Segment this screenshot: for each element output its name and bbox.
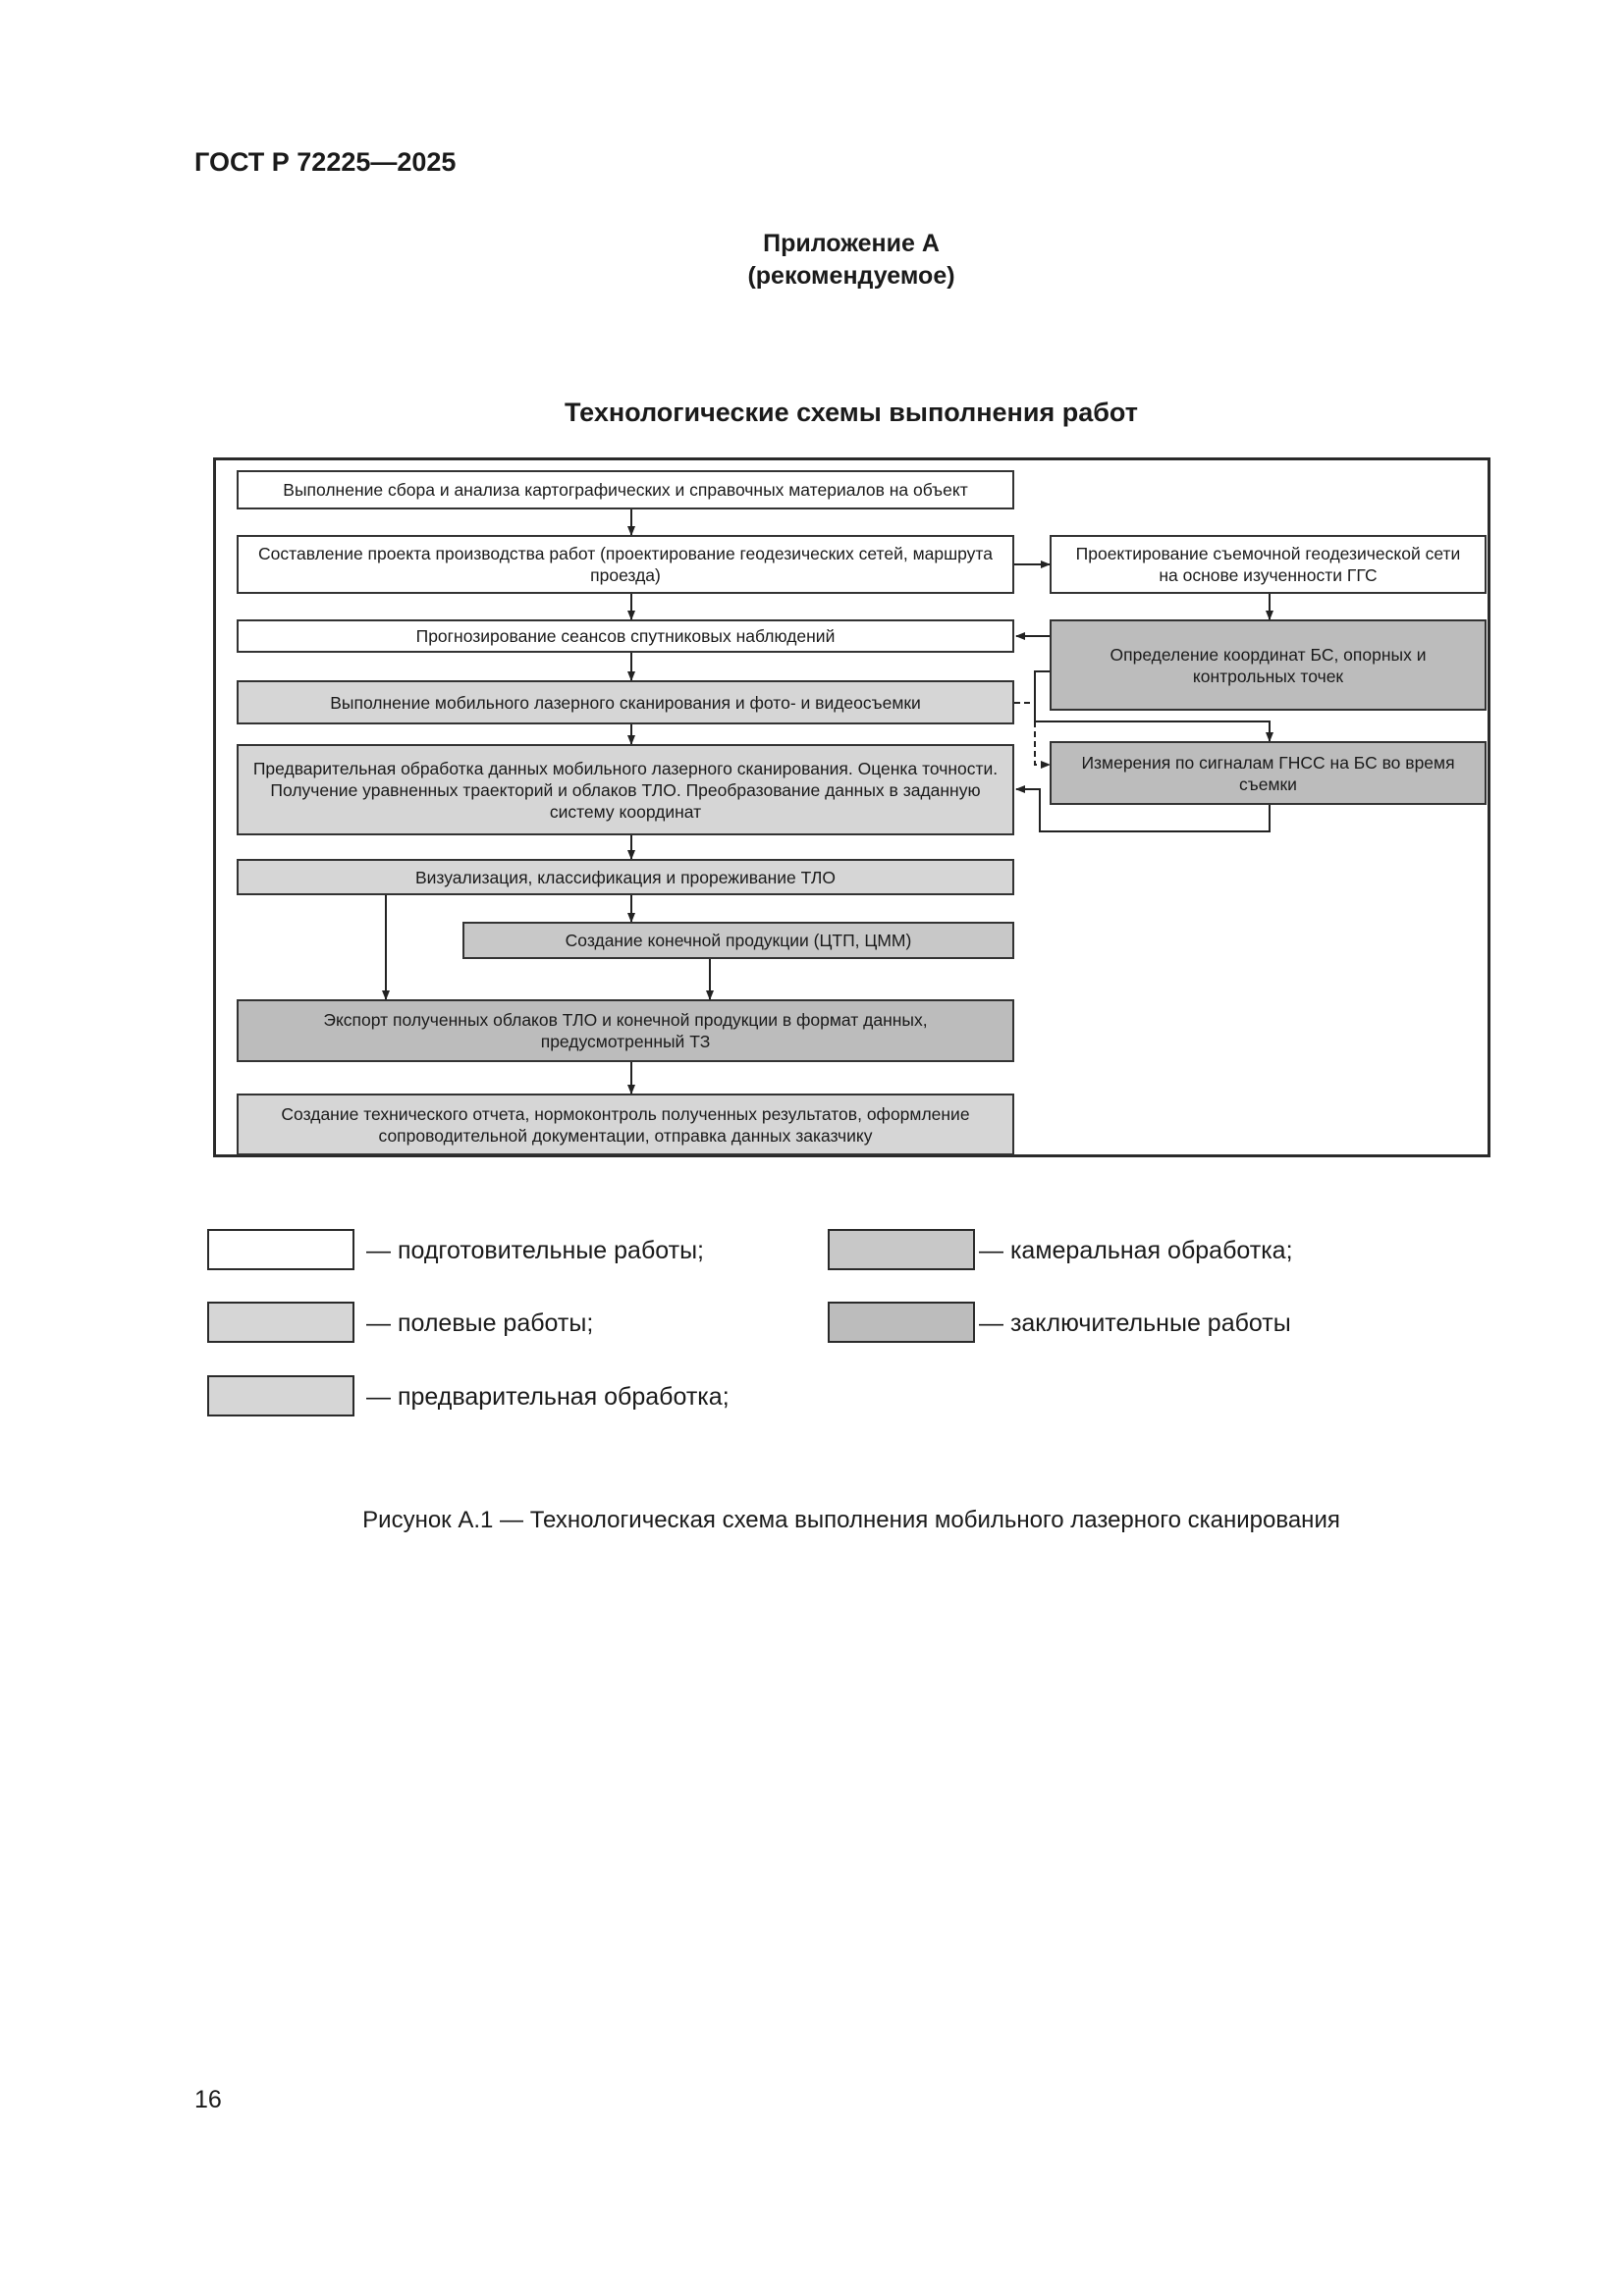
appendix-title: Приложение А <box>763 230 940 257</box>
flowchart: Выполнение сбора и анализа картографичес… <box>213 457 1490 1157</box>
legend-swatch-final <box>828 1302 975 1343</box>
legend-label-field: — полевые работы; <box>366 1309 594 1337</box>
flow-step-gnss-measurements: Измерения по сигналам ГНСС на БС во врем… <box>1050 741 1487 805</box>
legend-label-preproc: — предварительная обработка; <box>366 1383 730 1411</box>
legend-swatch-prep <box>207 1229 354 1270</box>
figure-caption: Рисунок А.1 — Технологическая схема выпо… <box>362 1507 1340 1533</box>
flow-step-survey-network: Проектирование съемочной геодезической с… <box>1050 535 1487 594</box>
appendix-subtitle: (рекомендуемое) <box>747 262 955 290</box>
legend-label-office: — камеральная обработка; <box>979 1237 1293 1264</box>
flow-step-report: Создание технического отчета, нормоконтр… <box>237 1094 1014 1155</box>
section-title: Технологические схемы выполнения работ <box>565 398 1138 427</box>
flow-step-forecast-sessions: Прогнозирование сеансов спутниковых набл… <box>237 619 1014 653</box>
appendix-heading: Приложение А (рекомендуемое) <box>0 228 1624 293</box>
legend-label-prep: — подготовительные работы; <box>366 1237 704 1264</box>
page-number: 16 <box>194 2086 222 2113</box>
flow-step-mobile-scanning: Выполнение мобильного лазерного сканиров… <box>237 680 1014 724</box>
legend-label-final: — заключительные работы <box>979 1309 1291 1337</box>
flow-step-collect-materials: Выполнение сбора и анализа картографичес… <box>237 470 1014 509</box>
dashed-link-n4-r3 <box>1014 702 1051 769</box>
flow-step-visualization: Визуализация, классификация и прореживан… <box>237 859 1014 895</box>
flow-step-export: Экспорт полученных облаков ТЛО и конечно… <box>237 999 1014 1062</box>
flow-step-preprocessing: Предварительная обработка данных мобильн… <box>237 744 1014 835</box>
legend-swatch-field <box>207 1302 354 1343</box>
flow-step-work-project: Составление проекта производства работ (… <box>237 535 1014 594</box>
legend-swatch-preproc <box>207 1375 354 1416</box>
flowchart-connectors <box>382 509 1273 1095</box>
flow-step-base-coordinates: Определение координат БС, опорных и конт… <box>1050 619 1487 711</box>
legend-swatch-office <box>828 1229 975 1270</box>
arrow-r3-n5 <box>1015 785 1271 832</box>
flow-step-final-products: Создание конечной продукции (ЦТП, ЦММ) <box>462 922 1014 959</box>
document-header: ГОСТ Р 72225—2025 <box>194 147 457 177</box>
